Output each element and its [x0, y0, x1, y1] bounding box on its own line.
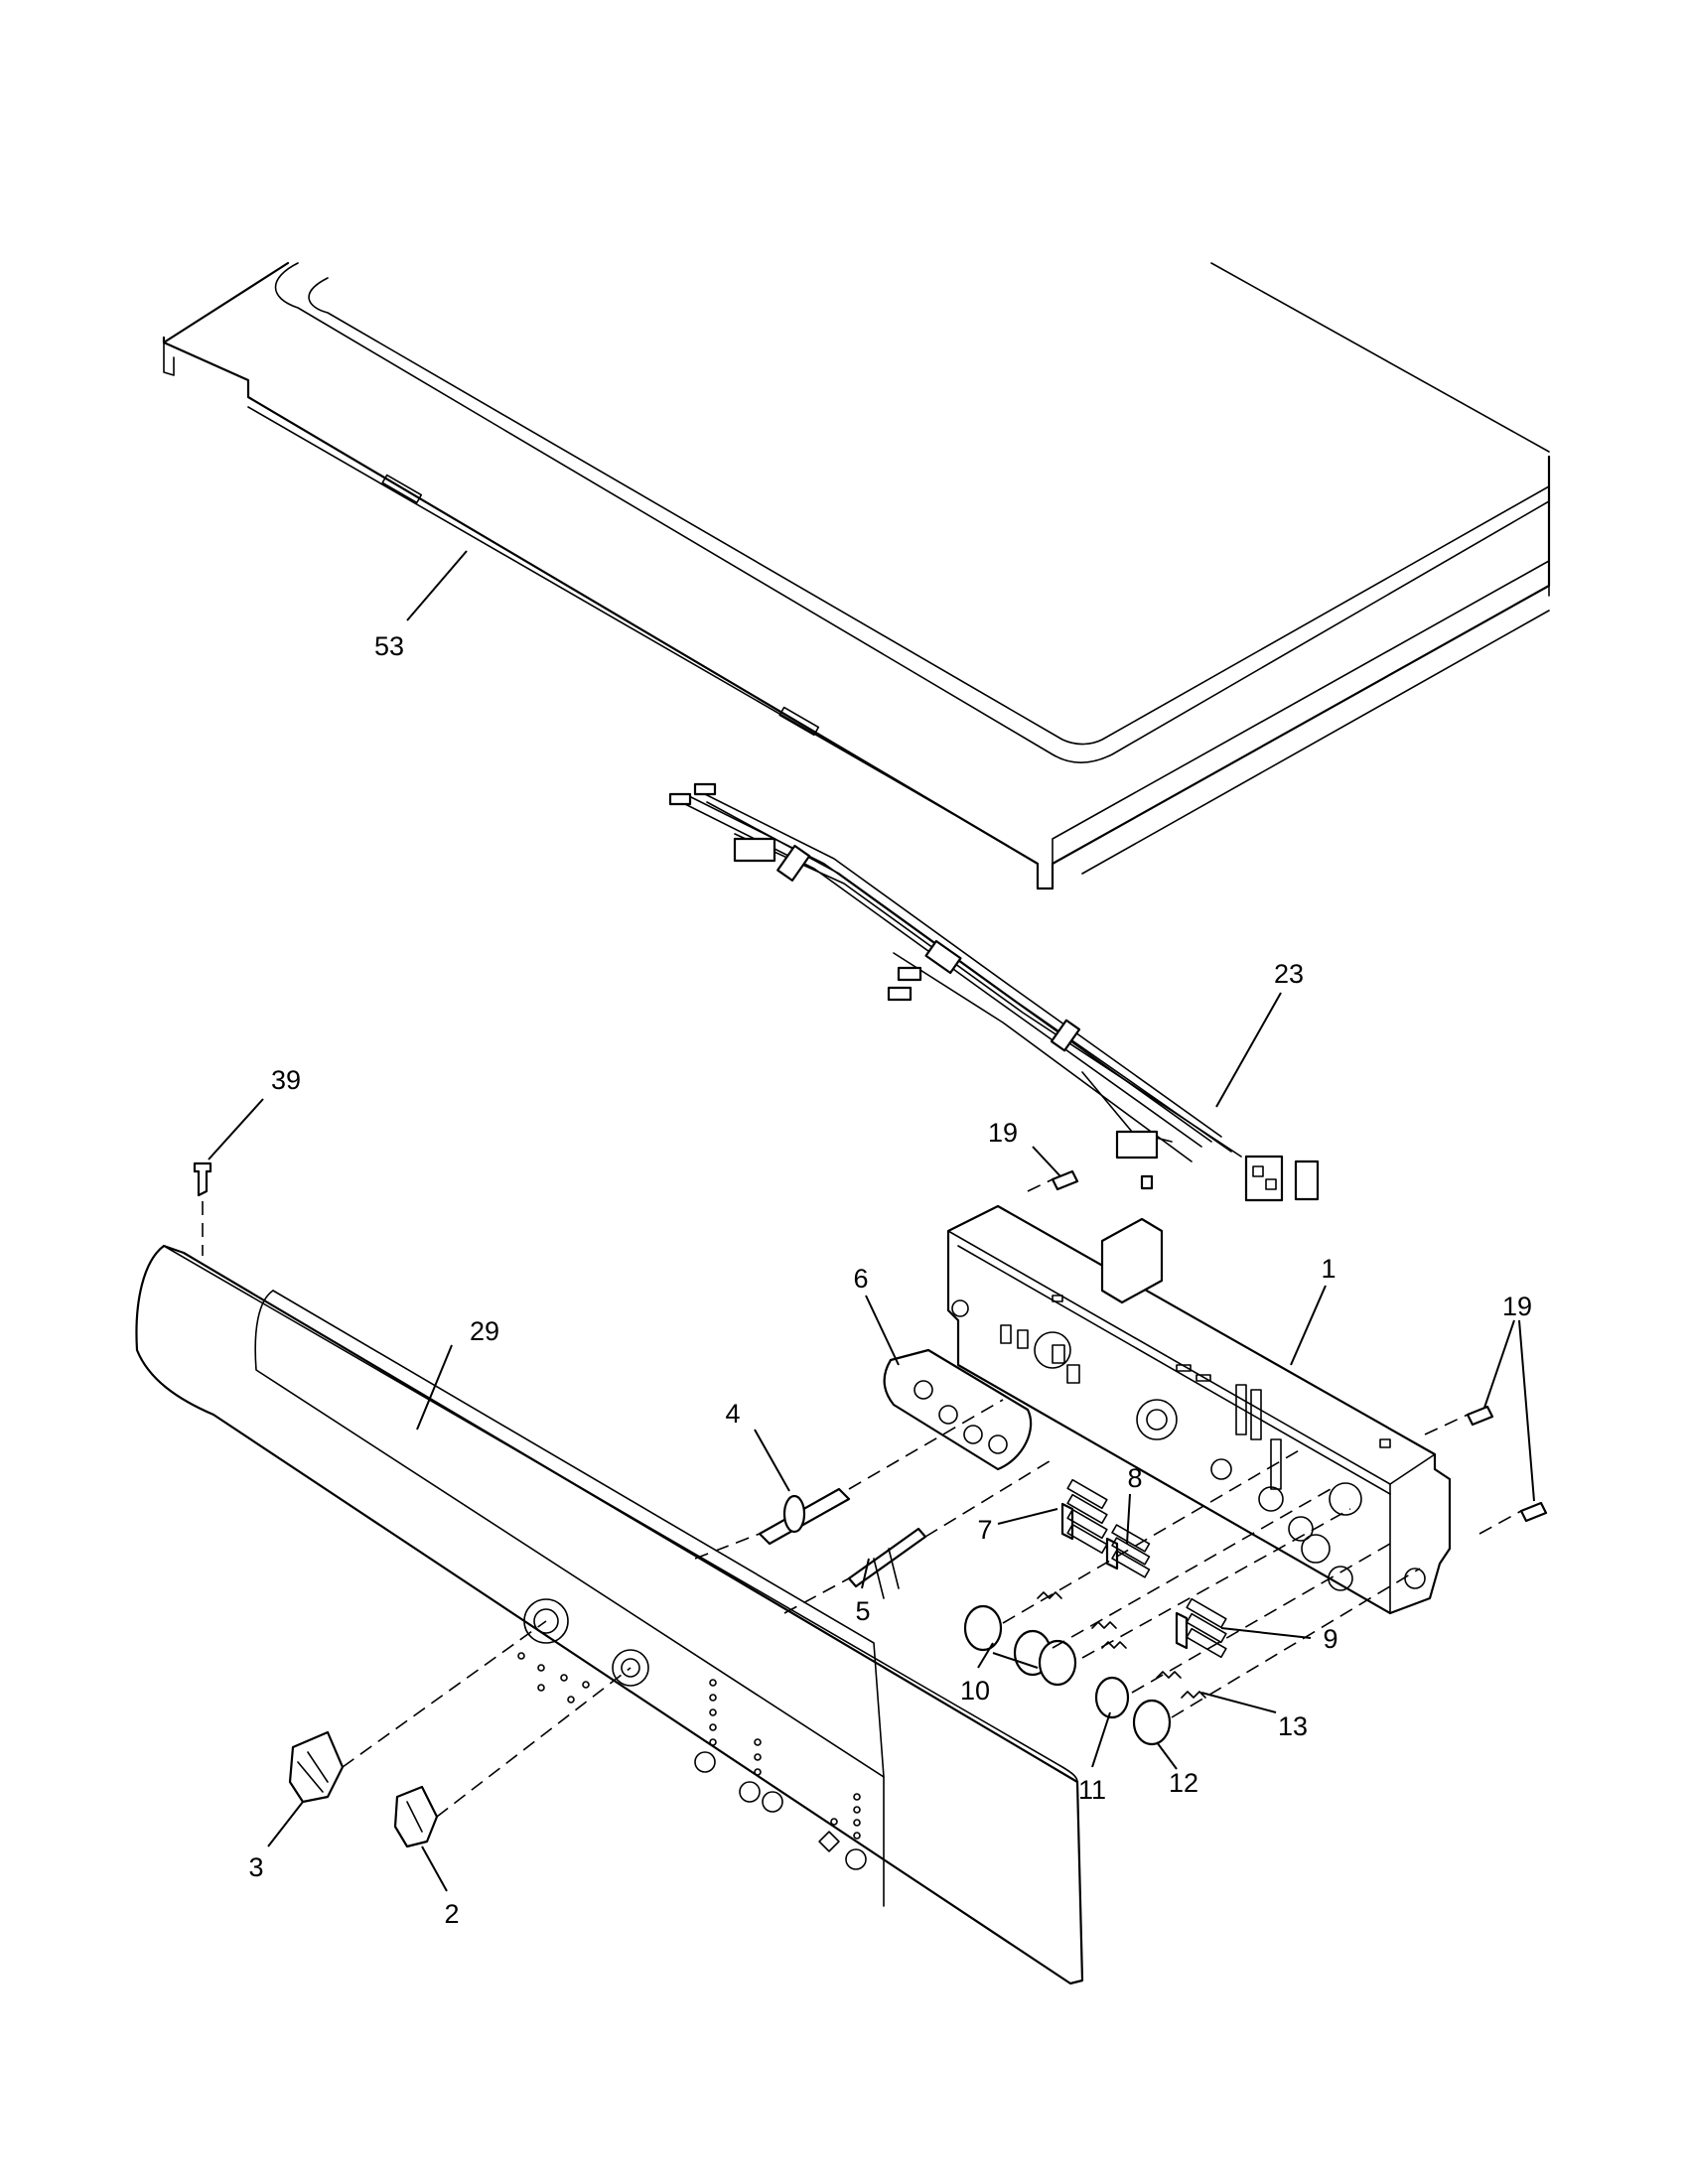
callout-2: 2: [444, 1899, 459, 1929]
callout-29: 29: [470, 1316, 499, 1346]
knob-part-3: [288, 1730, 345, 1804]
callout-10: 10: [960, 1676, 990, 1706]
callout-53: 53: [374, 631, 404, 661]
callout-7: 7: [977, 1515, 992, 1545]
bracket-part-6: [883, 1348, 1033, 1471]
callout-39: 39: [271, 1065, 301, 1095]
callout-5: 5: [855, 1596, 870, 1626]
callout-labels: 53 23 39 19 19 1 6 29 4 7 8 5 9 10 13 11…: [248, 631, 1532, 1929]
assembly-lines: [202, 1178, 1522, 1818]
shaft-part-4: [758, 1487, 851, 1546]
callout-1: 1: [1321, 1254, 1336, 1284]
callout-23: 23: [1274, 959, 1304, 989]
wire-harness-part: [668, 782, 1320, 1202]
callout-6: 6: [853, 1264, 868, 1294]
leader-lines: [208, 550, 1535, 1892]
knob-part-2: [393, 1785, 439, 1848]
button-part-12: [1132, 1699, 1172, 1746]
control-panel-part: [135, 1244, 1084, 1985]
callout-4: 4: [725, 1399, 740, 1429]
callout-11: 11: [1078, 1775, 1106, 1805]
screw-part-19-top: [1051, 1169, 1079, 1191]
light-pipe-part-8: [1105, 1524, 1151, 1578]
light-pipe-part-9: [1175, 1597, 1227, 1659]
shaft-part-5: [847, 1527, 927, 1599]
callout-9: 9: [1323, 1624, 1337, 1654]
screw-part-19-right-b: [1519, 1501, 1548, 1523]
light-pipe-part-7: [1060, 1478, 1108, 1555]
callout-19-top: 19: [988, 1118, 1018, 1148]
callout-19-right: 19: [1502, 1292, 1532, 1321]
callout-8: 8: [1127, 1463, 1142, 1493]
button-part-11: [1094, 1676, 1130, 1719]
button-part-10: [963, 1604, 1077, 1687]
callout-13: 13: [1278, 1711, 1308, 1741]
control-board-housing-part: [946, 1204, 1452, 1615]
callout-12: 12: [1169, 1768, 1198, 1798]
screw-part-19-right-a: [1466, 1405, 1494, 1427]
callout-3: 3: [248, 1852, 263, 1882]
top-lid-part: [162, 261, 1551, 890]
screw-part-39: [193, 1161, 212, 1197]
